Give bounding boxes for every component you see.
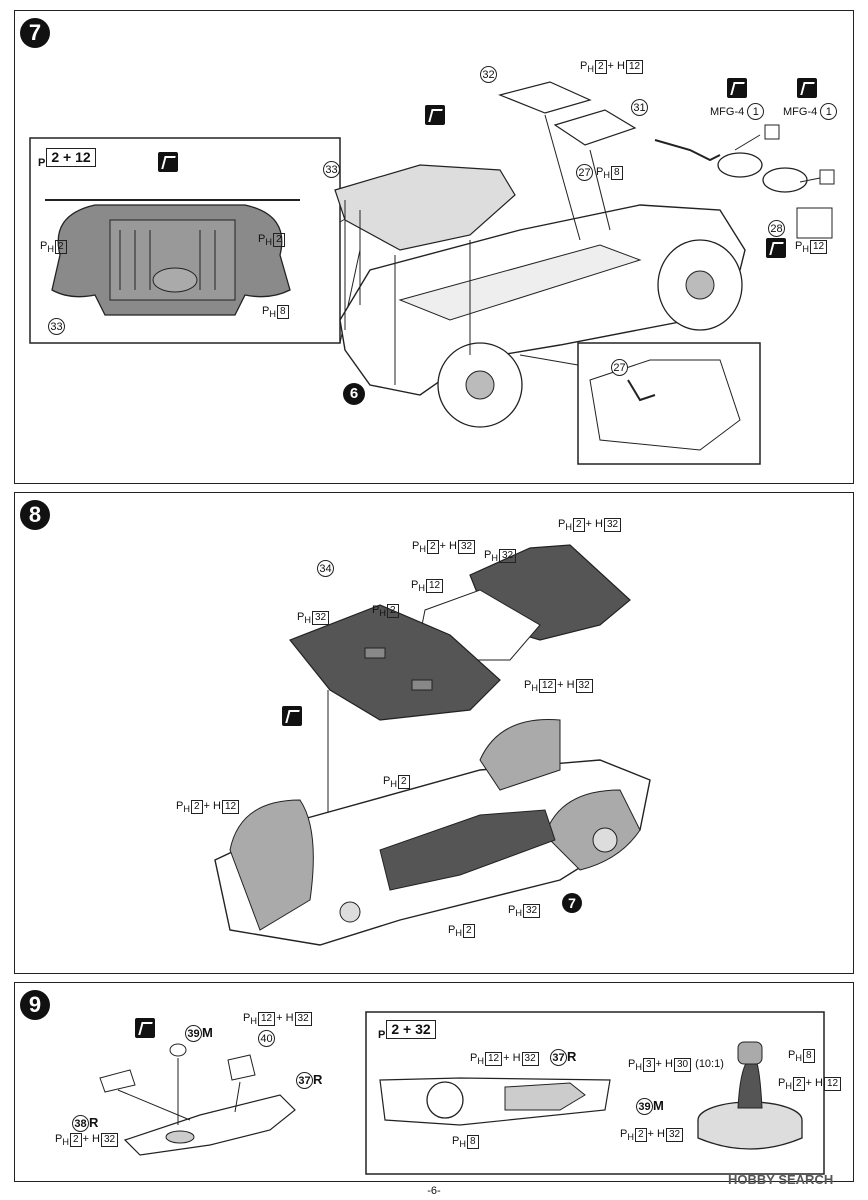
mfg-right-label: MFG-4 1 (783, 103, 838, 120)
part-32: 32 (480, 66, 497, 83)
hobby-search-watermark: HOBBY SEARCH (728, 1172, 834, 1187)
glue-icon-step8 (282, 706, 302, 726)
step7-number: 7 (20, 18, 50, 48)
part-33-inset: 33 (48, 318, 65, 335)
no-glue-icon (425, 105, 445, 125)
step8-number: 8 (20, 500, 50, 530)
step9-number: 9 (20, 990, 50, 1020)
page-number: -6- (427, 1185, 441, 1197)
glue-icon-mfg-left (727, 78, 747, 98)
part-31: 31 (631, 99, 648, 116)
part-34: 34 (317, 560, 334, 577)
part-7-marker: 7 (562, 893, 582, 913)
glue-icon-mfg-right (797, 78, 817, 98)
glue-icon-muffler (766, 238, 786, 258)
part-27: 27 (576, 164, 593, 181)
part-33: 33 (323, 161, 340, 178)
mfg-left-label: MFG-4 1 (710, 103, 765, 120)
glue-icon (158, 152, 178, 172)
glue-icon-step9 (135, 1018, 155, 1038)
part-27-inset: 27 (611, 359, 628, 376)
part-28: 28 (768, 220, 785, 237)
part-40: 40 (258, 1030, 275, 1047)
part-6-marker: 6 (343, 383, 365, 405)
